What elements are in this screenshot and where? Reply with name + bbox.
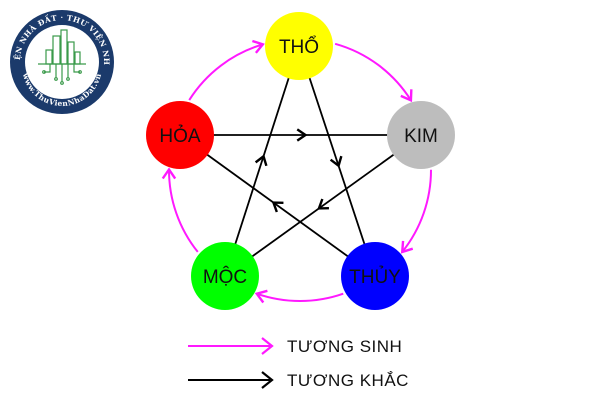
element-label-moc: MỘC xyxy=(203,266,247,288)
overcoming-line-tho-thuy xyxy=(298,45,376,277)
element-label-kim: KIM xyxy=(404,126,438,147)
overcoming-arrowhead-icon xyxy=(329,155,343,168)
logo: THƯ VIỆN NHÀ ĐẤT · THƯ VIỆN NHÀ ĐẤT www.… xyxy=(0,0,114,114)
generating-arrowhead-icon xyxy=(254,289,268,304)
overcoming-line-kim-moc xyxy=(224,134,422,277)
generating-arc-moc-hoa xyxy=(168,169,199,253)
building-emblem-icon xyxy=(38,29,86,85)
generating-arrowhead-icon xyxy=(400,240,414,254)
element-circle-hoa xyxy=(146,101,214,169)
overcoming-arrowhead-icon xyxy=(254,154,268,167)
generating-arc-tho-kim xyxy=(334,42,412,101)
generating-arc-kim-thuy xyxy=(401,169,433,253)
legend-overcoming-arrowhead-icon xyxy=(261,371,274,389)
generating-arc-hoa-tho xyxy=(188,43,264,101)
legend-generating-label: TƯƠNG SINH xyxy=(287,337,402,356)
generating-arrowhead-icon xyxy=(161,167,177,180)
legend-generating-arrowhead-icon xyxy=(261,337,274,355)
element-label-tho: THỔ xyxy=(279,36,319,58)
generating-arrowhead-icon xyxy=(252,39,265,54)
element-node-thuy: THỦY xyxy=(341,242,409,310)
legend-overcoming-label: TƯƠNG KHẮC xyxy=(287,371,409,390)
element-circle-kim xyxy=(387,101,455,169)
overcoming-line-moc-tho xyxy=(224,45,300,277)
element-node-kim: KIM xyxy=(387,101,455,169)
element-node-moc: MỘC xyxy=(191,242,259,310)
element-label-hoa: HỎA xyxy=(159,125,201,147)
overcoming-arrowhead-icon xyxy=(296,128,308,142)
legend-overcoming: TƯƠNG KHẮC xyxy=(188,371,409,390)
overcoming-arrowhead-icon xyxy=(271,201,284,213)
element-nodes: THỔ KIM THỦY MỘC HỎA xyxy=(146,12,455,310)
generating-arrowhead-icon xyxy=(400,89,413,103)
element-circle-moc xyxy=(191,242,259,310)
element-circle-tho xyxy=(265,12,333,80)
element-node-tho: THỔ xyxy=(265,12,333,80)
overcoming-line-thuy-hoa xyxy=(179,134,376,277)
overcoming-arrowhead-icon xyxy=(317,198,329,210)
element-node-hoa: HỎA xyxy=(146,101,214,169)
logo-inner-disc xyxy=(25,25,99,99)
overcoming-cycle xyxy=(179,45,422,277)
generating-cycle xyxy=(161,39,433,304)
legend: TƯƠNG SINH TƯƠNG KHẮC xyxy=(188,337,409,390)
element-label-thuy: THỦY xyxy=(349,266,401,288)
element-circle-thuy xyxy=(341,242,409,310)
legend-generating: TƯƠNG SINH xyxy=(188,337,402,356)
generating-arc-thuy-moc xyxy=(256,292,344,302)
